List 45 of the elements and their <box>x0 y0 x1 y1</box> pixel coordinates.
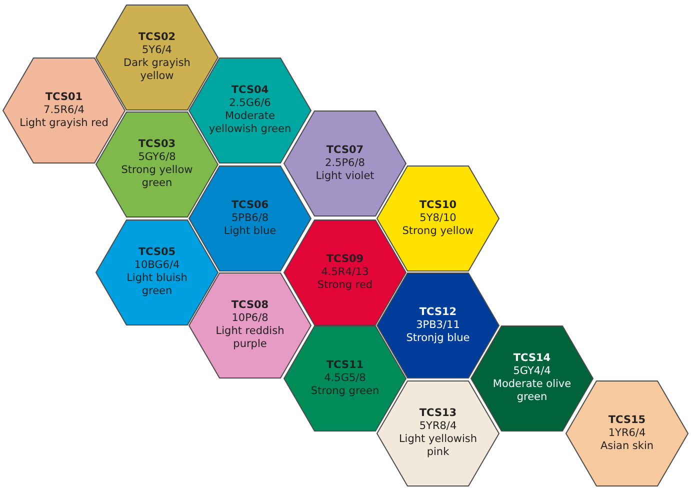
color-name: Moderate olive green <box>492 378 572 404</box>
color-name: Light reddish purple <box>214 325 286 351</box>
sample-code: TCS11 <box>326 358 364 372</box>
color-name: Light grayish red <box>20 116 108 130</box>
color-name: Light blue <box>224 224 276 238</box>
sample-code: TCS12 <box>419 306 457 318</box>
munsell-notation: 5GY4/4 <box>513 365 551 378</box>
sample-code: TCS04 <box>231 84 269 97</box>
sample-code: TCS14 <box>513 352 551 365</box>
color-name: Stronjg blue <box>406 332 470 344</box>
color-name: Asian skin <box>600 440 654 452</box>
sample-code: TCS13 <box>419 407 457 420</box>
color-name: Moderate yellowish green <box>208 110 292 136</box>
color-name: Light violet <box>316 170 374 182</box>
munsell-notation: 5Y8/10 <box>420 212 456 224</box>
sample-code: TCS07 <box>326 144 364 156</box>
munsell-notation: 5Y6/4 <box>142 44 172 57</box>
color-name: Light yellowish pink <box>398 433 478 459</box>
sample-code: TCS02 <box>138 31 176 44</box>
sample-code: TCS10 <box>419 198 457 212</box>
color-name: Strong red <box>317 278 373 292</box>
munsell-notation: 7.5R6/4 <box>44 104 84 116</box>
sample-code: TCS05 <box>138 246 176 259</box>
sample-code: TCS01 <box>45 90 83 104</box>
munsell-notation: 4.5G5/8 <box>324 372 366 384</box>
munsell-notation: 10P6/8 <box>232 312 268 325</box>
munsell-notation: 10BG6/4 <box>134 259 180 272</box>
sample-code: TCS15 <box>608 414 646 426</box>
color-name: Strong green <box>310 384 380 398</box>
color-name: Strong yellow <box>402 224 474 238</box>
munsell-notation: 2.5G6/6 <box>229 97 271 110</box>
sample-code: TCS08 <box>231 299 269 312</box>
munsell-notation: 2.5P6/8 <box>325 156 365 170</box>
sample-code: TCS06 <box>231 198 269 212</box>
munsell-notation: 1YR6/4 <box>608 426 646 440</box>
munsell-notation: 3PB3/11 <box>416 318 460 332</box>
munsell-notation: 5GY6/8 <box>138 151 176 164</box>
sample-code: TCS09 <box>326 252 364 266</box>
munsell-notation: 5YR8/4 <box>419 420 457 433</box>
color-name: Strong yellow green <box>120 164 194 190</box>
munsell-notation: 4.5R4/13 <box>321 266 369 278</box>
color-name: Dark grayish yellow <box>122 57 192 83</box>
munsell-notation: 5PB6/8 <box>231 212 269 224</box>
sample-code: TCS03 <box>138 138 176 151</box>
color-name: Light bluish green <box>126 272 188 298</box>
